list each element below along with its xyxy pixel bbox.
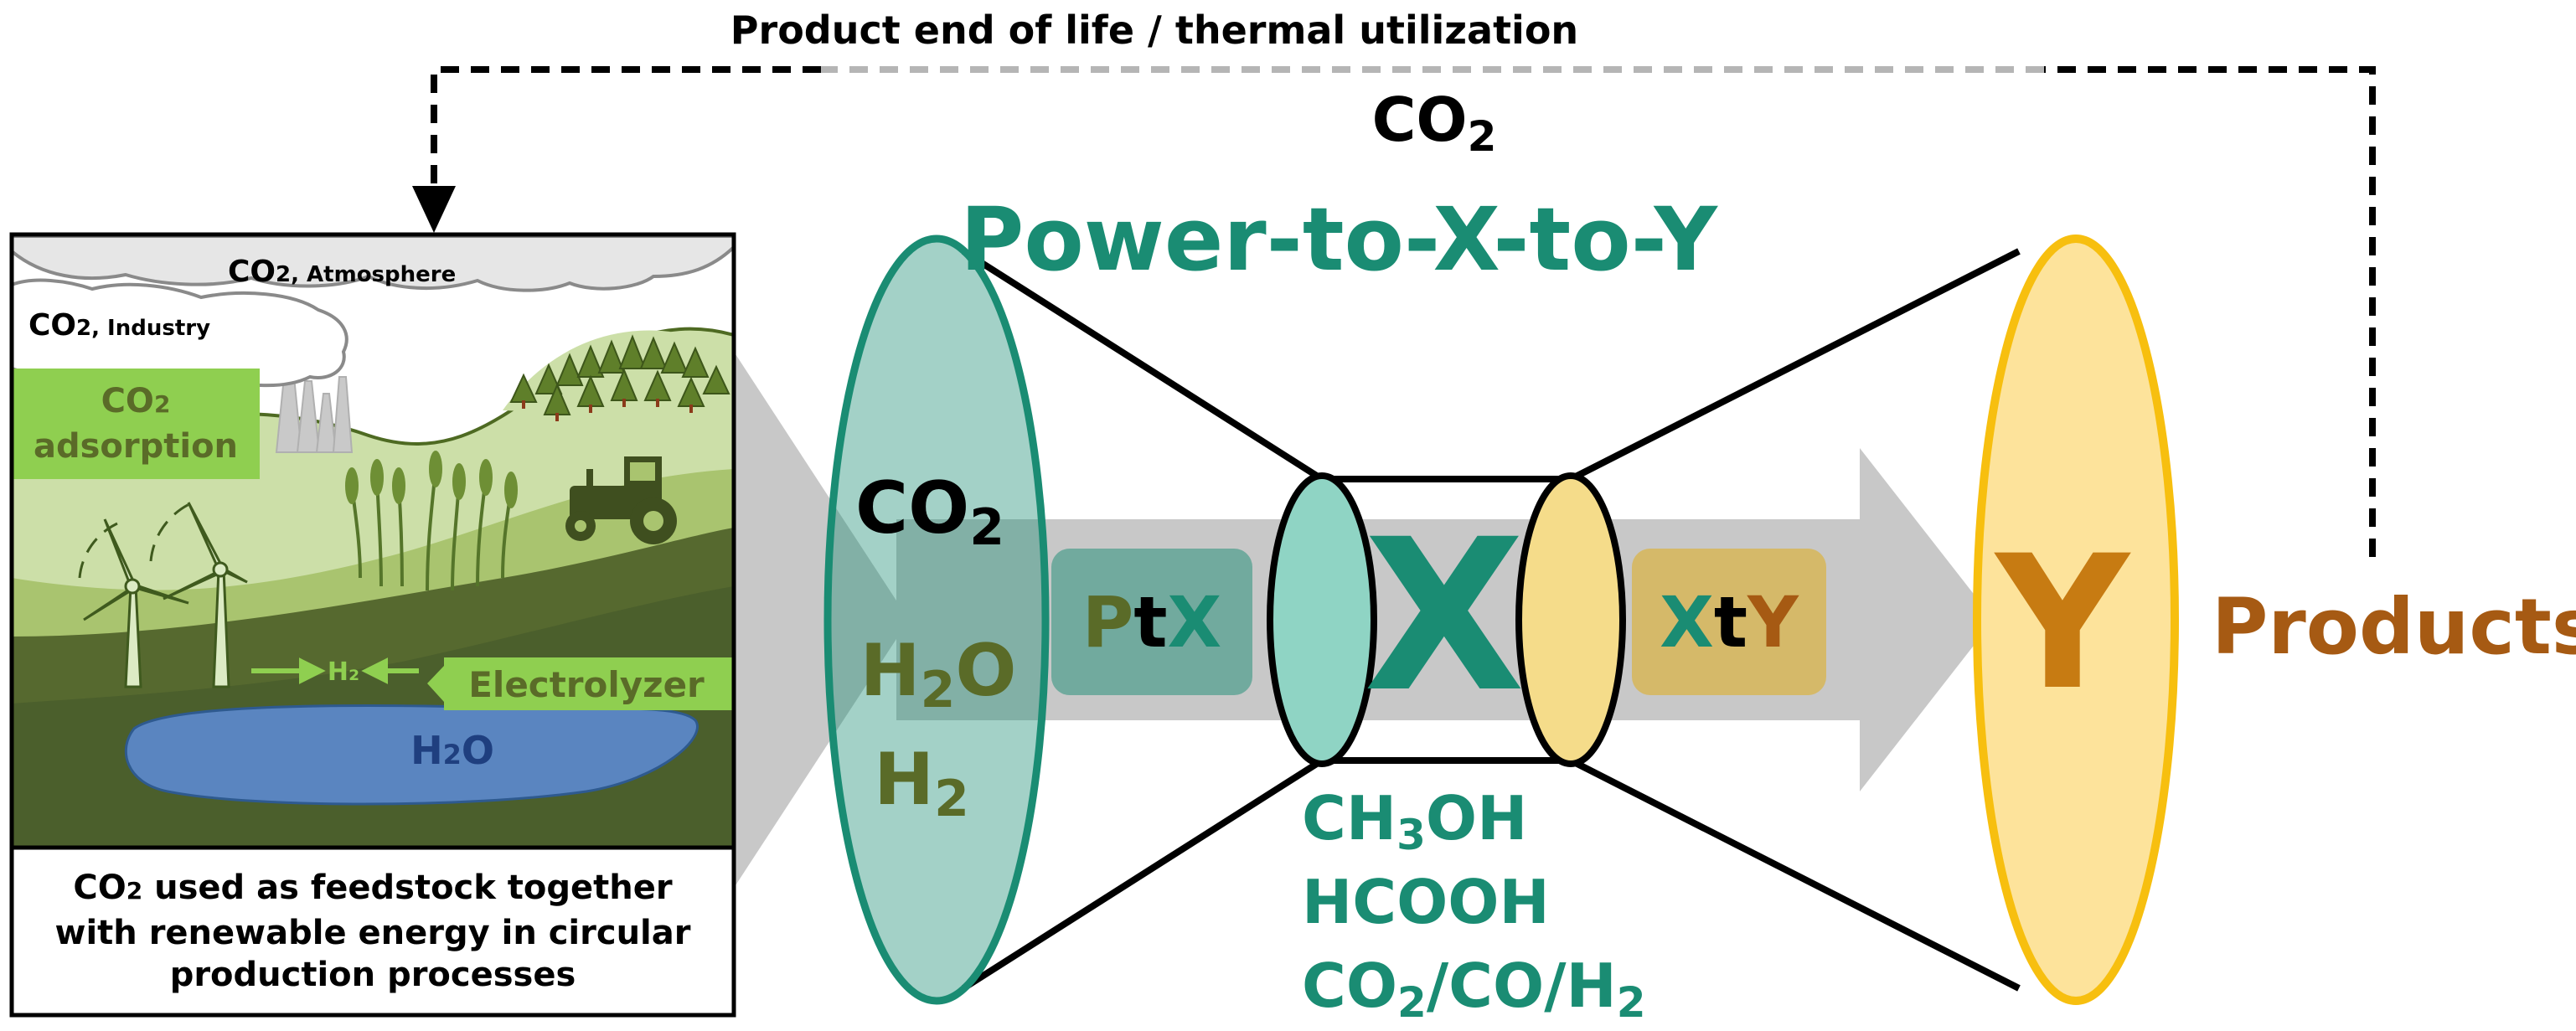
landscape-caption: CO2 used as feedstock together with rene… <box>12 848 734 1015</box>
products-label: Products <box>2212 582 2576 672</box>
feedback-arrowhead <box>412 186 456 233</box>
x-label: X <box>1364 494 1525 738</box>
adsorption-label: adsorption <box>34 427 238 466</box>
ptx-label: PtX <box>1082 581 1222 663</box>
caption-line-2: with renewable energy in circular <box>55 912 691 954</box>
x-left-ellipse <box>1270 476 1374 764</box>
compound-formic-acid: HCOOH <box>1302 867 1550 937</box>
compound-methanol: CH3OH <box>1302 783 1527 859</box>
electrolyzer-label: Electrolyzer <box>468 664 705 705</box>
compound-syngas: CO2/CO/H2 <box>1302 951 1646 1027</box>
feedback-label: Product end of life / thermal utilizatio… <box>730 8 1578 53</box>
caption-line-1: CO2 used as feedstock together <box>55 867 691 912</box>
xty-label: XtY <box>1660 581 1799 663</box>
diagram-title: Power-to-X-to-Y <box>960 188 1718 291</box>
input-ellipse <box>828 239 1045 1001</box>
h2-small-label: H₂ <box>328 657 359 687</box>
caption-line-3: production processes <box>55 954 691 996</box>
x-right-ellipse <box>1519 476 1623 764</box>
y-label: Y <box>1993 516 2131 730</box>
top-co2-label: CO2 <box>1372 85 1497 161</box>
